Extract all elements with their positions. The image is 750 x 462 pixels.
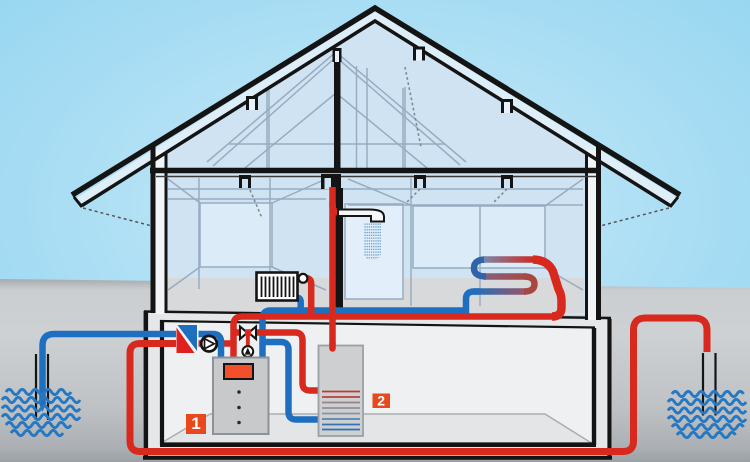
svg-text:2: 2 bbox=[377, 392, 385, 408]
svg-text:1: 1 bbox=[191, 414, 200, 433]
